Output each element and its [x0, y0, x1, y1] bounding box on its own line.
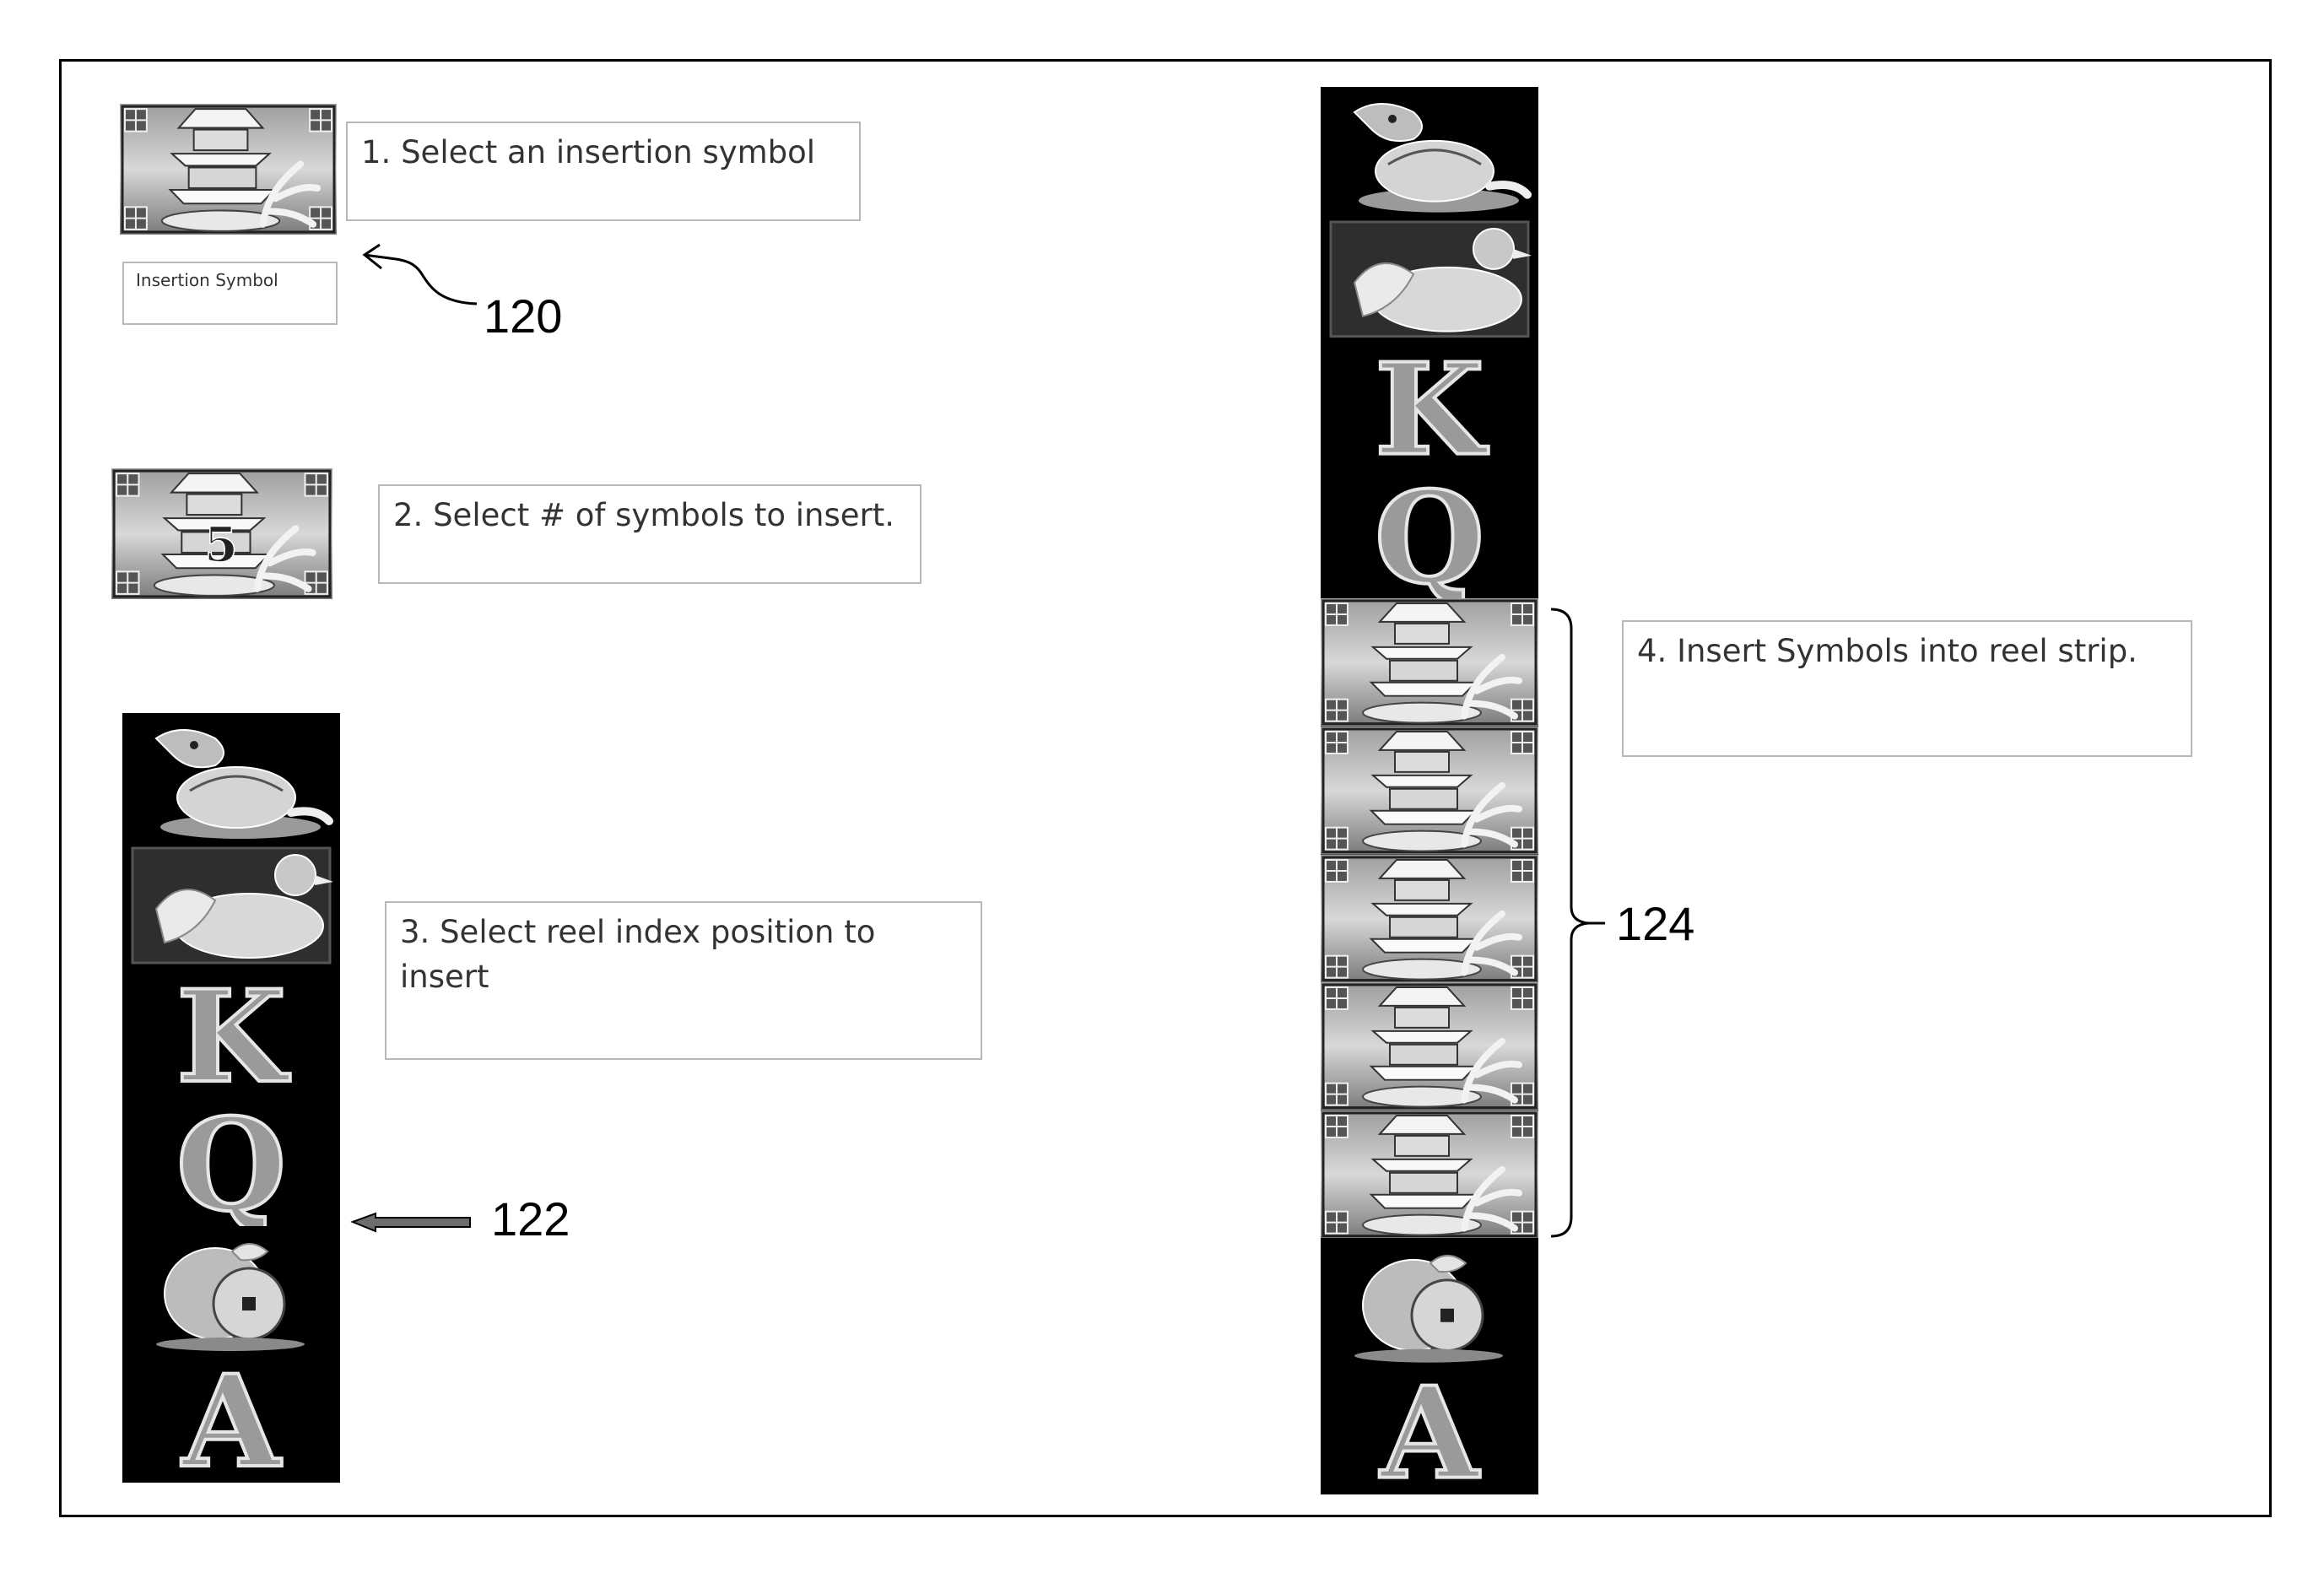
reel-right-symbol-K-2[interactable]: K — [1321, 343, 1538, 471]
reel-right-symbol-coin-9[interactable] — [1321, 1238, 1538, 1366]
reel-left-symbol-dragon-0[interactable] — [122, 713, 340, 841]
reel-left-symbol-pagoda-1[interactable] — [122, 841, 340, 970]
reel-strip-left: KQA — [122, 713, 340, 1483]
svg-text:5: 5 — [204, 516, 238, 573]
reel-right-symbol-A-10[interactable]: A — [1321, 1366, 1538, 1494]
ref-122-label: 122 — [491, 1192, 570, 1246]
figure-frame — [59, 59, 2272, 1517]
step2-textbox: 2. Select # of symbols to insert. — [378, 484, 921, 584]
reel-right-symbol-inserted-symbol-5[interactable] — [1321, 727, 1538, 855]
step4-textbox: 4. Insert Symbols into reel strip. — [1622, 620, 2192, 757]
reel-right-symbol-inserted-symbol-6[interactable] — [1321, 855, 1538, 983]
reel-right-symbol-inserted-symbol-4[interactable] — [1321, 598, 1538, 727]
reel-right-symbol-inserted-symbol-7[interactable] — [1321, 982, 1538, 1111]
reel-left-symbol-Q-3[interactable]: Q — [122, 1098, 340, 1226]
reel-strip-right: KQ A — [1321, 87, 1538, 1494]
reel-right-symbol-Q-3[interactable]: Q — [1321, 471, 1538, 599]
reel-left-symbol-coin-4[interactable] — [122, 1226, 340, 1354]
reel-right-symbol-dragon-0[interactable] — [1321, 87, 1538, 215]
symbol-count-icon[interactable]: 5 — [111, 468, 332, 599]
insertion-symbol-icon[interactable] — [120, 104, 337, 235]
reel-right-symbol-pagoda-1[interactable] — [1321, 215, 1538, 343]
svg-text:K: K — [176, 970, 290, 1098]
svg-text:Q: Q — [176, 1098, 287, 1226]
reel-left-symbol-A-5[interactable]: A — [122, 1354, 340, 1483]
svg-text:Q: Q — [1375, 471, 1485, 599]
ref-124-label: 124 — [1616, 896, 1694, 951]
svg-text:A: A — [1379, 1366, 1480, 1494]
step3-textbox: 3. Select reel index position to insert — [385, 901, 982, 1060]
svg-text:K: K — [1375, 343, 1489, 471]
reel-right-symbol-inserted-symbol-8[interactable] — [1321, 1111, 1538, 1239]
reel-left-symbol-K-2[interactable]: K — [122, 970, 340, 1098]
step1-textbox: 1. Select an insertion symbol — [346, 122, 861, 221]
insertion-symbol-label: Insertion Symbol — [122, 262, 338, 325]
ref-120-label: 120 — [484, 289, 562, 343]
svg-text:A: A — [181, 1354, 283, 1483]
